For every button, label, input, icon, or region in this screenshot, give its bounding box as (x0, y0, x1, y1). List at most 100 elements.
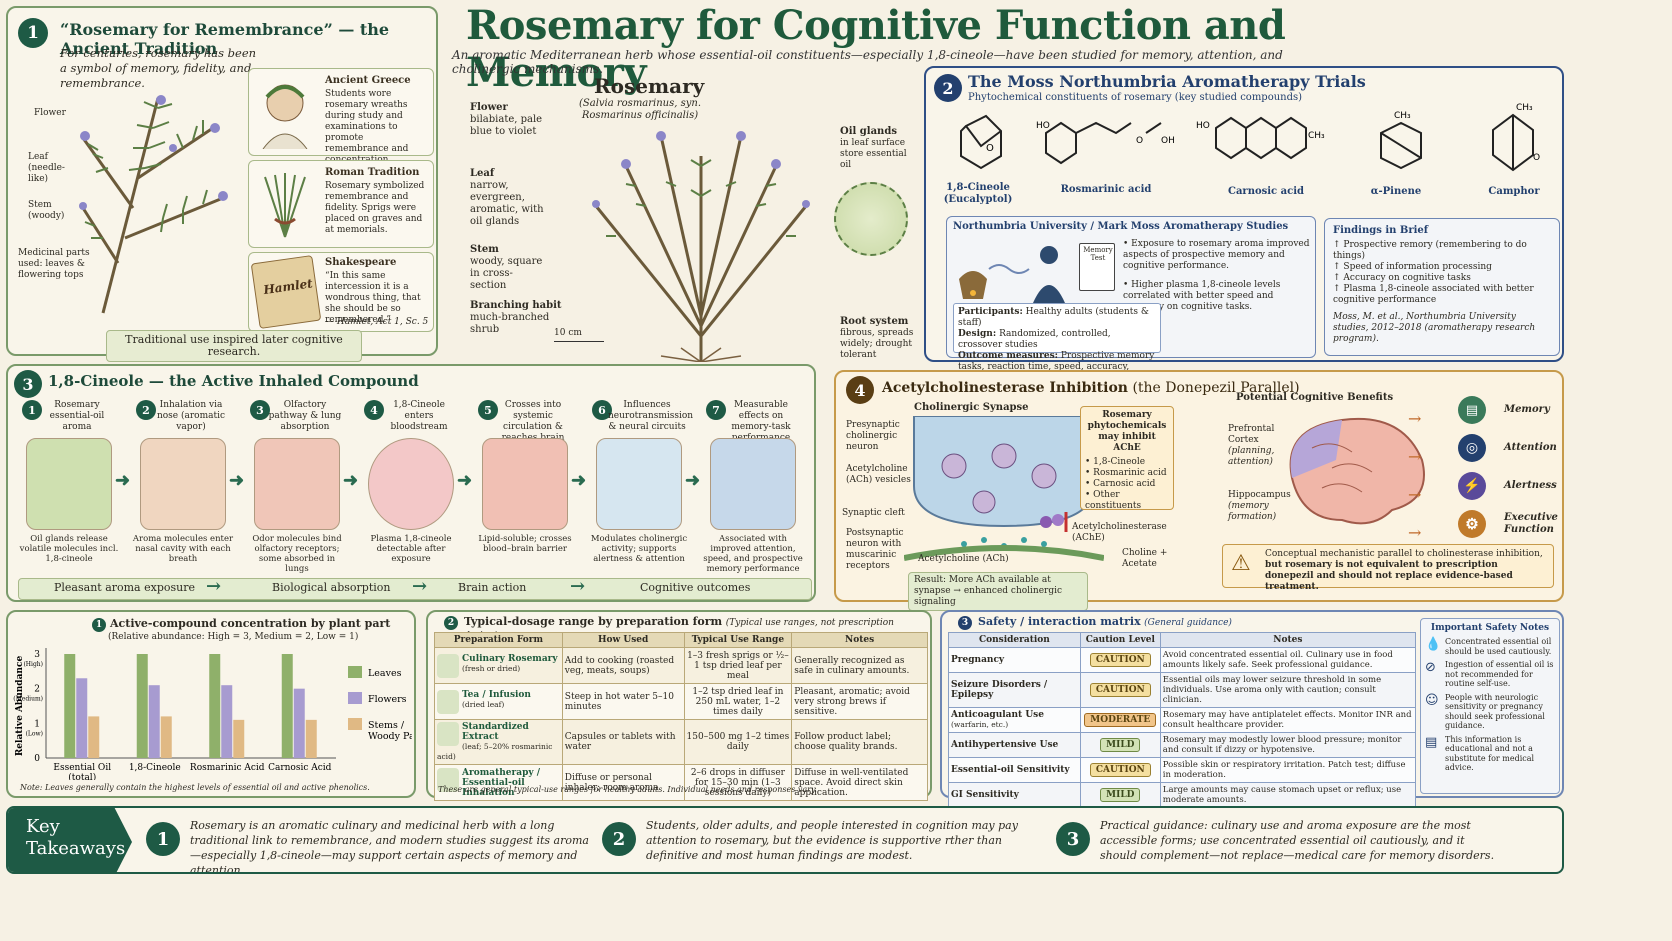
label-name: Root system (840, 316, 909, 327)
table-row: Culinary Rosemary(fresh or dried)Add to … (434, 647, 928, 684)
notes-cell: Essential oils may lower seizure thresho… (1159, 672, 1417, 708)
caution-level-badge: MILD (1100, 738, 1141, 752)
drop-icon: 💧 (1425, 637, 1442, 652)
form-sub: (leaf; 5–20% rosmarinic acid) (437, 742, 553, 761)
level-cell: MILD (1079, 732, 1161, 758)
lightning-icon: ⚡ (1458, 472, 1486, 500)
stage-arrow-icon: → (206, 576, 222, 597)
step-arrow-icon: ➜ (115, 470, 131, 491)
svg-text:HO: HO (1036, 121, 1050, 131)
plant-label-leaf: Leaf (needle-like) (28, 152, 65, 184)
form-cell: Culinary Rosemary(fresh or dried) (434, 647, 563, 684)
level-cell: CAUTION (1079, 672, 1161, 708)
label-name: Oil glands (840, 126, 897, 137)
study-design-box: Participants: Healthy adults (students &… (953, 303, 1161, 383)
findings-box: Findings in Brief ↑ Prospective remory (… (1324, 218, 1560, 356)
notes-cell: Large amounts may cause stomach upset or… (1159, 782, 1417, 808)
step-caption: Lipid-soluble; crosses blood–brain barri… (478, 534, 572, 554)
greece-card: Ancient Greece Students wore rosemary wr… (248, 68, 434, 165)
section-title: 1,8-Cineole — the Active Inhaled Compoun… (48, 372, 419, 390)
bar (281, 654, 293, 758)
step-arrow-icon: ➜ (571, 470, 587, 491)
gears-icon: ⚙ (1458, 510, 1486, 538)
rosemary-oil-gland-icon (26, 438, 112, 530)
x-tick-label-line: (total) (68, 772, 96, 780)
notes-cell: Rosemary may modestly lower blood pressu… (1159, 732, 1417, 758)
label-name: Flower (470, 102, 508, 113)
table-row: Anticoagulant Use(warfarin, etc.)MODERAT… (948, 707, 1417, 733)
section-number: 4 (846, 376, 874, 404)
consideration-cell: Antihypertensive Use (948, 732, 1081, 758)
ache-inhibitors-box: Rosemary phytochemicals may inhibit AChE… (1080, 406, 1174, 511)
bar (209, 654, 221, 758)
design-row: Participants: Healthy adults (students &… (958, 307, 1149, 328)
notes-cell: Diffuse in well-ventilated space. Avoid … (791, 764, 928, 801)
card-cite: — Hamlet, Act 1, Sc. 5 (325, 317, 429, 327)
plant-label-stem: Stem (woody) (28, 200, 65, 221)
bar (88, 716, 100, 758)
scale-bar: 10 cm (554, 328, 604, 342)
level-cell: MILD (1079, 782, 1161, 808)
consideration-cell: Seizure Disorders / Epilepsy (948, 672, 1081, 708)
safety-note: ⊘Ingestion of essential oil is not recom… (1425, 660, 1555, 689)
section-number: 2 (444, 616, 458, 630)
step-caption: Oil glands release volatile molecules in… (19, 534, 119, 564)
legend-label-line: Flowers (368, 694, 407, 705)
compound-label: α-Pinene (1370, 186, 1422, 197)
y-tick-sublabel: (Low) (26, 730, 43, 737)
synapse-label: Synaptic cleft (842, 508, 905, 518)
how-cell: Diffuse or personal inhaler; room aroma (561, 764, 685, 801)
notes-cell: Pleasant, aromatic; avoid very strong br… (791, 683, 928, 720)
dosage-footnote: These are general typical-use ranges for… (438, 785, 817, 794)
label-name: Leaf (470, 168, 495, 179)
synapse-label: Acetylcholinesterase (AChE) (1072, 522, 1167, 543)
benefit-label: Alertness (1504, 480, 1557, 491)
scroll-label: Hamlet (262, 276, 314, 298)
y-tick-label: 2 (34, 685, 40, 695)
cineole-pathway-panel: 3 1,8-Cineole — the Active Inhaled Compo… (6, 364, 816, 602)
step-heading: Influences neurotransmission & neural ci… (608, 400, 694, 432)
how-cell: Add to cooking (roasted veg, meats, soup… (561, 647, 685, 684)
stage-label: Brain action (458, 581, 527, 594)
plant-label-flower: Flower (34, 108, 66, 118)
step-number: 1 (22, 400, 42, 420)
y-tick-label: 0 (34, 754, 40, 764)
label-desc: bilabiate, pale blue to violet (470, 114, 543, 137)
compound-label: 1,8-Cineole (Eucalyptol) (943, 182, 1013, 205)
x-tick-label: Rosmarinic Acid (190, 763, 265, 773)
design-row: Design: Randomized, controlled, crossove… (958, 329, 1111, 350)
range-cell: 1–2 tsp dried leaf in 250 mL water, 1–2 … (683, 683, 793, 720)
bar (305, 719, 317, 758)
concentration-chart-panel: 1 Active-compound concentration by plant… (6, 610, 416, 798)
plant-diagram: Rosemary (Salvia rosmarinus, syn. Rosmar… (446, 66, 916, 362)
label-desc: much-branched shrub (470, 312, 550, 335)
compound-label: Carnosic acid (1227, 186, 1304, 197)
page-title: Rosemary for Cognitive Function and Memo… (466, 2, 1286, 96)
form-sub: (dried leaf) (462, 699, 505, 709)
safety-note: ▤This information is educational and not… (1425, 735, 1555, 773)
bar (64, 654, 76, 758)
nose-inhalation-icon (140, 438, 226, 530)
plant-latin-name: (Salvia rosmarinus, syn. Rosmarinus offi… (578, 98, 702, 121)
form-name: Standardized Extract (462, 722, 529, 742)
brain-icon (482, 438, 568, 530)
result-box: Result: More ACh available at synapse → … (908, 572, 1088, 611)
card-text: “In this same intercession it is a wondr… (325, 271, 421, 325)
takeaway-number: 3 (1056, 822, 1090, 856)
safety-note: ☺People with neurologic sensitivity or p… (1425, 693, 1555, 731)
ache-inhibition-panel: 4 Acetylcholinesterase Inhibition (the D… (834, 370, 1564, 611)
cineole-structure-icon: O (960, 114, 1002, 170)
section-number: 1 (92, 618, 106, 632)
step-number: 4 (364, 400, 384, 420)
notes-cell: Rosemary may have antiplatelet effects. … (1159, 707, 1417, 733)
brain-label: Prefrontal Cortex(planning, attention) (1228, 424, 1288, 468)
rosemary-sprig-icon (437, 653, 459, 678)
safety-note-text: Concentrated essential oil should be use… (1445, 637, 1552, 656)
column-header: Notes (1159, 632, 1417, 648)
plant-title: Rosemary (594, 74, 705, 98)
label-name: Branching habit (470, 300, 562, 311)
consideration-cell: Pregnancy (948, 647, 1081, 673)
